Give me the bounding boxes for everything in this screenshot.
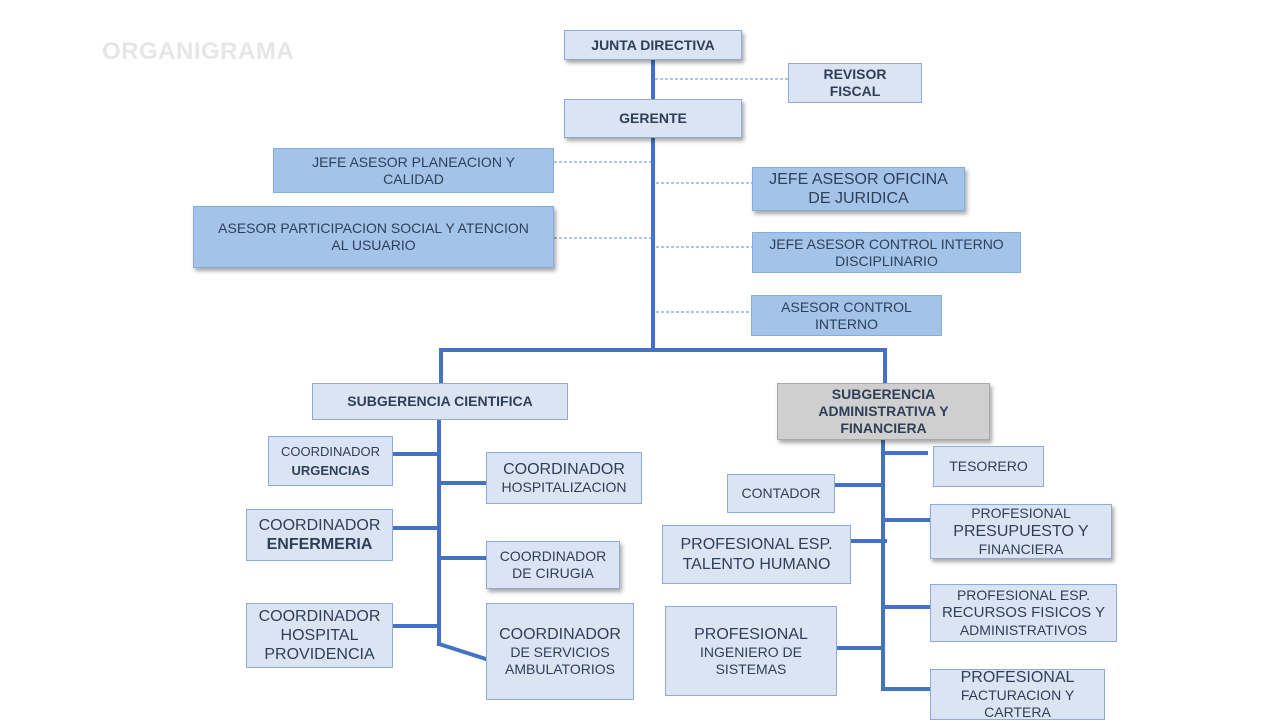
node-label-line: CARTERA — [984, 704, 1051, 721]
node-label-line: DE SERVICIOS — [510, 644, 610, 661]
node-label-line: PRESUPUESTO Y — [953, 522, 1089, 540]
node-label-line: ASESOR CONTROL — [781, 298, 912, 315]
node-coordinador-cirugia: COORDINADOR DE CIRUGIA — [486, 541, 620, 589]
node-profesional-talento-humano: PROFESIONAL ESP. TALENTO HUMANO — [662, 525, 851, 584]
node-profesional-presupuesto: PROFESIONAL PRESUPUESTO Y FINANCIERA — [930, 504, 1112, 559]
node-asesor-participacion-social: ASESOR PARTICIPACION SOCIAL Y ATENCION A… — [193, 206, 554, 268]
node-label-line: INGENIERO DE — [700, 643, 802, 660]
node-revisor-fiscal: REVISOR FISCAL — [788, 63, 922, 103]
node-coordinador-hospital-providencia: COORDINADOR HOSPITAL PROVIDENCIA — [246, 603, 393, 668]
node-contador: CONTADOR — [727, 474, 835, 513]
node-label-line: ADMINISTRATIVOS — [959, 622, 1088, 638]
node-jefe-asesor-planeacion: JEFE ASESOR PLANEACION Y CALIDAD — [273, 148, 554, 193]
node-label: GERENTE — [619, 110, 687, 127]
node-label-line: RECURSOS FISICOS Y — [941, 604, 1106, 621]
node-label-line: REVISOR — [823, 66, 887, 83]
node-profesional-recursos-fisicos: PROFESIONAL ESP. RECURSOS FISICOS Y ADMI… — [930, 584, 1117, 642]
node-label: CONTADOR — [741, 485, 821, 502]
node-label-line: JEFE ASESOR PLANEACION Y — [312, 153, 515, 170]
node-label-line: SUBGERENCIA — [831, 386, 936, 403]
node-coordinador-servicios-ambulatorios: COORDINADOR DE SERVICIOS AMBULATORIOS — [486, 603, 634, 700]
node-profesional-ingeniero-sistemas: PROFESIONAL INGENIERO DE SISTEMAS — [665, 606, 837, 696]
node-jefe-asesor-juridica: JEFE ASESOR OFICINA DE JURIDICA — [752, 167, 965, 211]
node-coordinador-urgencias: COORDINADOR URGENCIAS — [268, 436, 393, 486]
node-label-line: PROFESIONAL — [960, 669, 1075, 687]
node-coordinador-hospitalizacion: COORDINADOR HOSPITALIZACION — [486, 452, 642, 504]
node-label-line: INTERNO — [815, 315, 878, 332]
node-label-line: COORDINADOR — [499, 548, 607, 565]
node-label-line: JEFE ASESOR CONTROL INTERNO — [769, 235, 1004, 252]
page-title: ORGANIGRAMA — [102, 38, 295, 65]
node-label-line: AL USUARIO — [331, 237, 416, 253]
node-label-line: COORDINADOR — [499, 626, 621, 644]
line-to-ambulatorios — [436, 641, 489, 662]
node-label-line: SISTEMAS — [715, 660, 787, 677]
node-subgerencia-cientifica: SUBGERENCIA CIENTIFICA — [312, 383, 568, 420]
node-label-line: COORDINADOR — [258, 516, 381, 534]
node-label: SUBGERENCIA CIENTIFICA — [347, 393, 533, 410]
node-label-line: COORDINADOR — [258, 607, 381, 625]
node-label-line: PROFESIONAL ESP. — [956, 587, 1091, 604]
node-label-line: DISCIPLINARIO — [835, 252, 938, 269]
node-asesor-control-interno: ASESOR CONTROL INTERNO — [751, 295, 942, 336]
node-subgerencia-administrativa: SUBGERENCIA ADMINISTRATIVA Y FINANCIERA — [777, 383, 990, 440]
node-label-line: DE JURIDICA — [808, 190, 909, 207]
node-junta-directiva: JUNTA DIRECTIVA — [564, 30, 742, 60]
node-label-line: PROVIDENCIA — [264, 646, 375, 664]
node-profesional-facturacion: PROFESIONAL FACTURACION Y CARTERA — [930, 669, 1105, 720]
node-label-line: AMBULATORIOS — [505, 661, 615, 678]
node-label-line: ASESOR PARTICIPACION SOCIAL Y ATENCION — [218, 220, 529, 237]
node-label-line: HOSPITALIZACION — [501, 479, 627, 496]
node-label-line: COORDINADOR — [281, 443, 380, 459]
node-label-line: HOSPITAL — [280, 626, 359, 644]
node-label-line: TALENTO HUMANO — [682, 555, 831, 573]
node-label-line: COORDINADOR — [503, 461, 625, 478]
node-jefe-asesor-control-disciplinario: JEFE ASESOR CONTROL INTERNO DISCIPLINARI… — [752, 232, 1021, 273]
node-label-line: PROFESIONAL — [694, 625, 808, 643]
node-gerente: GERENTE — [564, 99, 742, 138]
node-label-line: PROFESIONAL ESP. — [680, 536, 833, 554]
node-label-line: FACTURACION Y — [960, 687, 1075, 704]
node-label-line: FISCAL — [829, 83, 881, 99]
node-label-line: FINANCIERA — [840, 419, 927, 436]
node-label-line: JEFE ASESOR OFICINA — [769, 170, 948, 188]
node-label-line: PROFESIONAL — [971, 505, 1071, 522]
node-label-line: ENFERMERIA — [266, 536, 373, 553]
node-label-line: DE CIRUGIA — [512, 565, 594, 581]
node-label: JUNTA DIRECTIVA — [591, 36, 715, 53]
node-label-line: ADMINISTRATIVA Y — [818, 403, 949, 420]
node-label-line: FINANCIERA — [978, 541, 1064, 558]
node-tesorero: TESORERO — [933, 446, 1044, 487]
node-label-line: CALIDAD — [383, 170, 444, 187]
node-label: TESORERO — [949, 458, 1028, 475]
node-label-line: URGENCIAS — [291, 462, 370, 478]
node-coordinador-enfermeria: COORDINADOR ENFERMERIA — [246, 509, 393, 561]
